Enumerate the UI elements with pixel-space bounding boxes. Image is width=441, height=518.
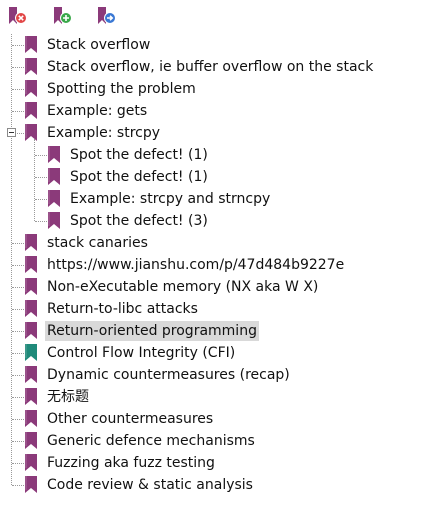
bookmark-label[interactable]: Example: strcpy and strncpy: [70, 191, 271, 207]
bookmark-item[interactable]: Fuzzing aka fuzz testing: [0, 452, 441, 474]
bookmark-item[interactable]: 无标题: [0, 386, 441, 408]
bookmark-icon: [25, 80, 37, 97]
bookmark-item[interactable]: Example: gets: [0, 100, 441, 122]
tree-connector: [12, 67, 24, 68]
tree-connector: [12, 309, 24, 310]
bookmark-item[interactable]: Example: strcpy and strncpy: [0, 188, 441, 210]
tree-connector-line: [11, 34, 12, 485]
collapse-toggle[interactable]: [7, 128, 16, 137]
bookmark-remove-icon: [9, 7, 27, 24]
tree-connector: [35, 221, 47, 222]
tree-connector: [12, 419, 24, 420]
bookmark-label[interactable]: Fuzzing aka fuzz testing: [47, 455, 215, 471]
bookmark-toolbar: [0, 0, 441, 34]
bookmark-item[interactable]: Spot the defect! (1): [0, 144, 441, 166]
tree-connector: [12, 397, 24, 398]
bookmark-icon: [25, 322, 37, 339]
bookmark-icon: [25, 300, 37, 317]
add-bookmark-button[interactable]: [51, 5, 73, 27]
bookmark-label[interactable]: 无标题: [47, 389, 89, 405]
bookmark-add-icon: [54, 7, 72, 24]
bookmark-label[interactable]: Control Flow Integrity (CFI): [47, 345, 236, 361]
tree-connector: [12, 45, 24, 46]
bookmark-item[interactable]: Non-eXecutable memory (NX aka W X): [0, 276, 441, 298]
bookmark-icon: [25, 366, 37, 383]
bookmark-item[interactable]: Other countermeasures: [0, 408, 441, 430]
bookmark-icon: [25, 58, 37, 75]
bookmark-item[interactable]: Stack overflow, ie buffer overflow on th…: [0, 56, 441, 78]
bookmark-item[interactable]: https://www.jianshu.com/p/47d484b9227e: [0, 254, 441, 276]
bookmark-icon: [25, 476, 37, 493]
bookmark-label[interactable]: Spot the defect! (1): [70, 169, 208, 185]
bookmark-item[interactable]: Spot the defect! (1): [0, 166, 441, 188]
bookmark-label[interactable]: Spot the defect! (3): [70, 213, 208, 229]
add-child-bookmark-button[interactable]: [95, 5, 117, 27]
tree-connector: [12, 463, 24, 464]
tree-connector: [35, 155, 47, 156]
tree-connector: [12, 485, 24, 486]
tree-connector: [12, 287, 24, 288]
tree-connector: [12, 111, 24, 112]
bookmark-icon: [25, 388, 37, 405]
bookmark-icon: [25, 454, 37, 471]
bookmark-icon: [25, 234, 37, 251]
bookmark-item[interactable]: Dynamic countermeasures (recap): [0, 364, 441, 386]
bookmark-label[interactable]: Return-oriented programming: [45, 321, 259, 341]
tree-connector: [12, 265, 24, 266]
bookmark-icon: [25, 256, 37, 273]
tree-connector: [12, 243, 24, 244]
bookmark-label[interactable]: Other countermeasures: [47, 411, 214, 427]
tree-connector: [12, 133, 24, 134]
tree-connector: [12, 331, 24, 332]
bookmark-item[interactable]: Stack overflow: [0, 34, 441, 56]
bookmark-label[interactable]: Example: gets: [47, 103, 148, 119]
bookmark-label[interactable]: Return-to-libc attacks: [47, 301, 198, 317]
bookmark-label[interactable]: Stack overflow, ie buffer overflow on th…: [47, 59, 374, 75]
bookmark-label[interactable]: Non-eXecutable memory (NX aka W X): [47, 279, 319, 295]
bookmark-icon: [48, 168, 60, 185]
bookmark-label[interactable]: Example: strcpy: [47, 125, 161, 141]
bookmark-icon: [25, 124, 37, 141]
bookmark-label[interactable]: Stack overflow: [47, 37, 151, 53]
bookmark-label[interactable]: Spotting the problem: [47, 81, 196, 97]
bookmark-icon: [25, 102, 37, 119]
bookmark-label[interactable]: https://www.jianshu.com/p/47d484b9227e: [47, 257, 345, 273]
tree-connector: [12, 375, 24, 376]
bookmark-label[interactable]: Spot the defect! (1): [70, 147, 208, 163]
bookmark-icon: [48, 190, 60, 207]
bookmark-item[interactable]: Spotting the problem: [0, 78, 441, 100]
bookmark-item[interactable]: Control Flow Integrity (CFI): [0, 342, 441, 364]
bookmark-item[interactable]: Code review & static analysis: [0, 474, 441, 496]
bookmark-item[interactable]: Return-to-libc attacks: [0, 298, 441, 320]
bookmark-icon: [25, 410, 37, 427]
bookmark-item[interactable]: stack canaries: [0, 232, 441, 254]
bookmark-item[interactable]: Example: strcpy: [0, 122, 441, 144]
tree-connector: [35, 177, 47, 178]
bookmark-icon: [48, 212, 60, 229]
bookmark-add-child-icon: [98, 7, 116, 24]
delete-bookmark-button[interactable]: [6, 5, 28, 27]
bookmark-icon: [25, 278, 37, 295]
bookmark-item[interactable]: Generic defence mechanisms: [0, 430, 441, 452]
bookmark-icon: [25, 432, 37, 449]
tree-connector: [12, 353, 24, 354]
bookmark-label[interactable]: Dynamic countermeasures (recap): [47, 367, 290, 383]
tree-connector: [12, 441, 24, 442]
bookmark-label[interactable]: Generic defence mechanisms: [47, 433, 255, 449]
bookmark-label[interactable]: stack canaries: [47, 235, 148, 251]
tree-connector: [12, 89, 24, 90]
bookmark-item[interactable]: Return-oriented programming: [0, 320, 441, 342]
bookmark-icon: [25, 344, 37, 361]
bookmark-icon: [48, 146, 60, 163]
tree-connector-line: [34, 139, 35, 221]
bookmark-icon: [25, 36, 37, 53]
bookmark-item[interactable]: Spot the defect! (3): [0, 210, 441, 232]
bookmark-label[interactable]: Code review & static analysis: [47, 477, 253, 493]
tree-connector: [35, 199, 47, 200]
